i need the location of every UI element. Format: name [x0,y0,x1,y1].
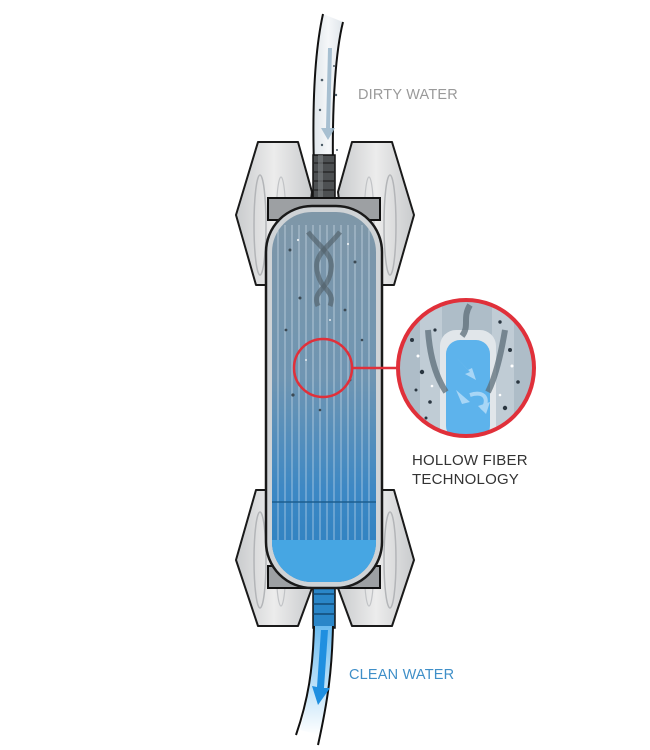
swirl-arrow-icon [306,230,334,307]
hollow-fibers [277,225,370,580]
filter-cartridge [264,204,398,590]
inlet-hose [312,13,344,169]
down-arrow-icon [312,630,330,705]
down-arrow-icon [321,48,335,140]
outlet-hose [295,625,334,746]
clean-water-label: CLEAN WATER [349,667,455,683]
flow-arrow-icon [454,355,476,380]
hollow-fiber-label: HOLLOW FIBER TECHNOLOGY [412,451,528,489]
dirty-water-label: DIRTY WATER [358,87,458,103]
magnifier-callout [396,298,536,438]
callout-line-1: HOLLOW FIBER [412,452,528,469]
callout-line-2: TECHNOLOGY [412,471,520,488]
